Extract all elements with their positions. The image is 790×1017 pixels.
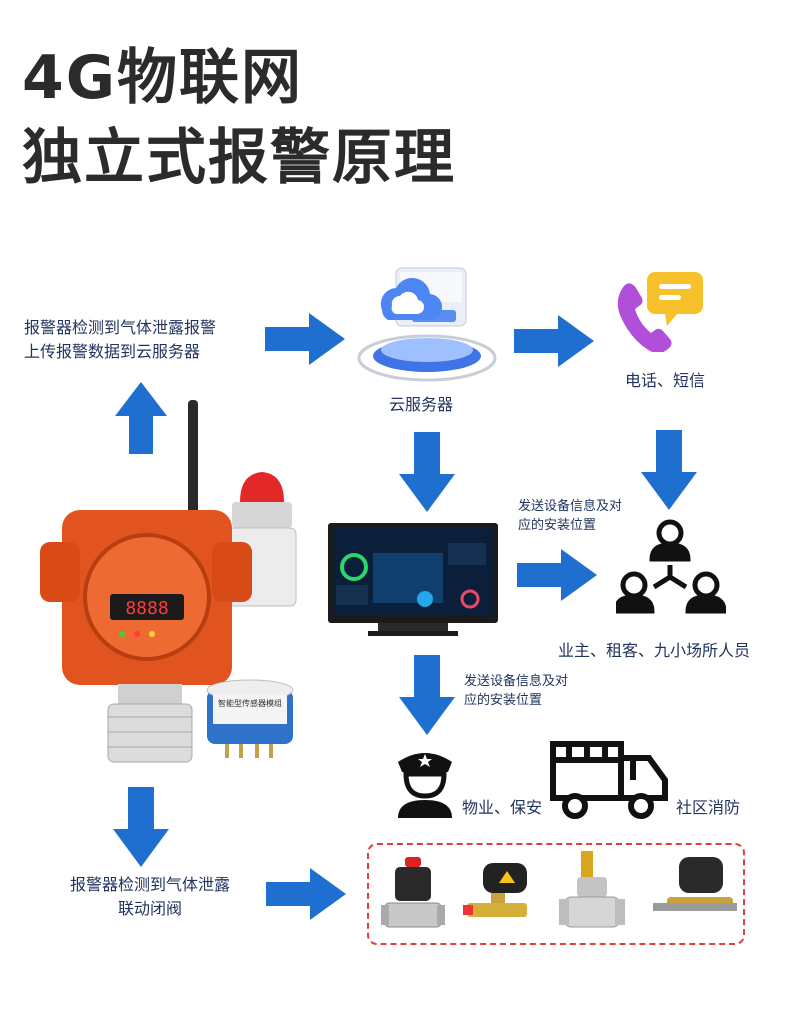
message-icon — [647, 270, 707, 334]
valve-icon — [381, 855, 453, 939]
guard-icon — [394, 746, 456, 822]
title-line1: 4G物联网 — [22, 48, 303, 108]
arrow-right-to-people — [517, 549, 597, 601]
fire-truck-icon — [549, 738, 669, 826]
arrow-down-to-guard — [399, 655, 455, 735]
arrow-down-to-valve-text — [113, 787, 169, 867]
detect-upload-line2: 上传报警数据到云服务器 — [24, 340, 216, 364]
valve-text: 报警器检测到气体泄露 联动闭阀 — [52, 873, 248, 921]
valve-icon — [559, 851, 625, 943]
valves-panel — [367, 843, 745, 945]
arrow-down-to-people — [641, 430, 697, 510]
valve-text-line2: 联动闭阀 — [52, 897, 248, 921]
cloud-server-icon — [352, 248, 502, 392]
valve-icon — [463, 861, 535, 935]
arrow-right-to-phone — [514, 315, 594, 367]
detect-upload-text: 报警器检测到气体泄露报警 上传报警数据到云服务器 — [24, 316, 216, 364]
send-info-1-line1: 发送设备信息及对 — [518, 497, 622, 516]
send-info-1-line2: 应的安装位置 — [518, 516, 622, 535]
send-info-2-line2: 应的安装位置 — [464, 691, 568, 710]
send-info-2: 发送设备信息及对 应的安装位置 — [464, 672, 568, 710]
people-label: 业主、租客、九小场所人员 — [558, 639, 750, 663]
valve-icon — [653, 855, 737, 939]
sensor-label: 智能型传感器模组 — [218, 698, 282, 708]
detector-display: 8888 — [125, 598, 168, 619]
community-fire-label: 社区消防 — [676, 796, 740, 820]
property-security-label: 物业、保安 — [462, 796, 542, 820]
people-network-icon — [616, 515, 726, 629]
sensor-module-icon: 智能型传感器模组 — [205, 674, 295, 764]
send-info-1: 发送设备信息及对 应的安装位置 — [518, 497, 622, 535]
arrow-right-to-valves — [266, 868, 346, 920]
send-info-2-line1: 发送设备信息及对 — [464, 672, 568, 691]
valve-text-line1: 报警器检测到气体泄露 — [52, 873, 248, 897]
cloud-server-label: 云服务器 — [389, 393, 453, 417]
phone-sms-label: 电话、短信 — [625, 369, 705, 393]
detect-upload-line1: 报警器检测到气体泄露报警 — [24, 316, 216, 340]
arrow-right-to-cloud — [265, 313, 345, 365]
monitor-icon — [328, 523, 498, 642]
title-line2: 独立式报警原理 — [22, 128, 456, 188]
arrow-down-to-monitor — [399, 432, 455, 512]
